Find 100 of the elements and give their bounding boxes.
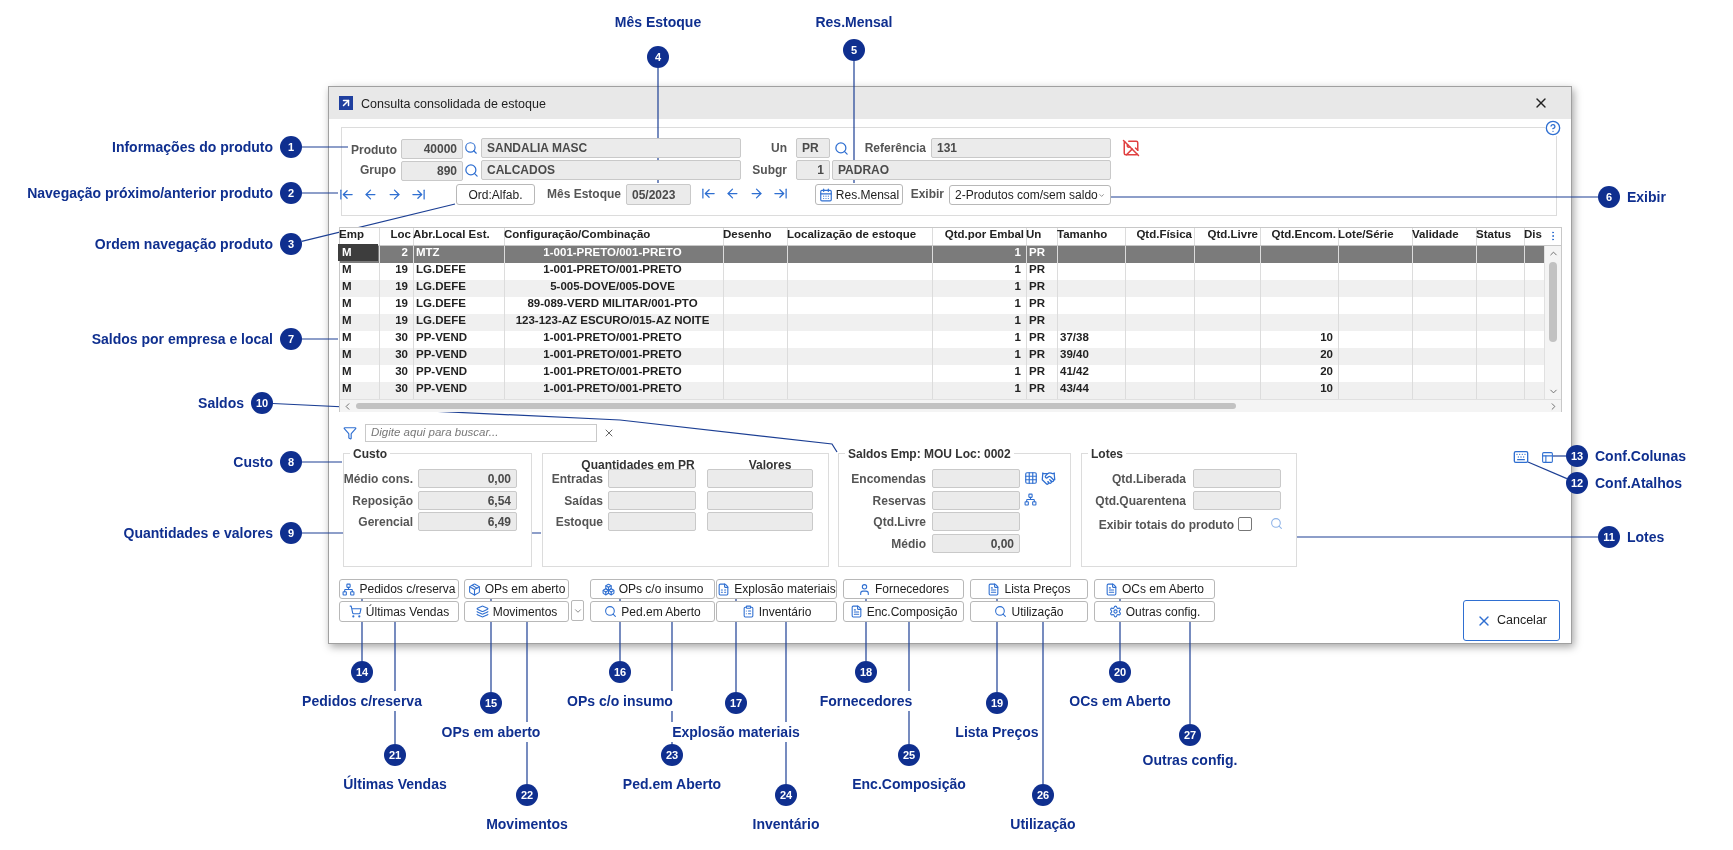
table-cell-text: M (341, 278, 353, 294)
column-header: Validade (1411, 227, 1460, 243)
field-label: Subgr (751, 162, 787, 179)
field-label: Estoque (554, 513, 603, 531)
table-cell-text: 10 (1319, 380, 1334, 396)
table-cell-text: 1 (1013, 295, 1022, 311)
action-button: Fornecedores (843, 579, 964, 599)
table-cell-text: 20 (1319, 346, 1334, 362)
column-header: Localização de estoque (786, 227, 918, 243)
callout-number: 8 (280, 451, 302, 473)
callout-number: 16 (609, 661, 631, 683)
table-cell-text: PR (1028, 312, 1046, 328)
column-header: Qtd.Física (1135, 227, 1193, 243)
table-cell-text: 20 (1319, 363, 1334, 379)
field-label: Saídas (563, 492, 603, 510)
callout-number: 23 (661, 744, 683, 766)
column-header: Qtd.Encom. (1270, 227, 1337, 243)
leader-line (1042, 620, 1044, 785)
callout-label: Explosão materiais (670, 722, 802, 742)
action-button: Explosão materiais (716, 579, 837, 599)
table-cell-text: 30 (394, 380, 409, 396)
table-cell-text: PR (1028, 380, 1046, 396)
input-field: 6,49 (418, 512, 517, 531)
action-button: Últimas Vendas (339, 601, 459, 622)
callout-number: 27 (1179, 724, 1201, 746)
table-cell-text: 39/40 (1059, 346, 1090, 362)
leader-line (1552, 455, 1567, 457)
field-label: Exibir (909, 185, 944, 203)
cancel-button: Cancelar (1463, 600, 1560, 641)
leader-line (1295, 536, 1599, 538)
leader-line (735, 597, 737, 693)
leader-line (301, 203, 456, 242)
callout-number: 13 (1566, 445, 1588, 467)
table-cell-text: LG.DEFE (415, 278, 467, 294)
field-label: Grupo (359, 162, 396, 179)
search-field: Digite aqui para buscar... (365, 424, 597, 442)
field-label: Mês Estoque (546, 185, 621, 203)
column-header: Status (1475, 227, 1513, 243)
action-button: Ped.em Aberto (590, 601, 715, 622)
table-cell-text: M (341, 329, 353, 345)
table-cell-text: M (341, 261, 353, 277)
table-cell-text: 1 (1013, 346, 1022, 362)
input-field: 890 (401, 161, 463, 181)
callout-number: 4 (647, 46, 669, 68)
callout-number: 3 (280, 233, 302, 255)
table-cell-text: 1-001-PRETO/001-PRETO (542, 244, 683, 260)
input-field: SANDALIA MASC (481, 138, 741, 158)
leader-line (1189, 620, 1191, 725)
callout-label: OPs em aberto (439, 722, 543, 742)
table-cell-text: 19 (394, 261, 409, 277)
table-cell-text: PR (1028, 244, 1046, 260)
callout-label: Fornecedores (817, 691, 915, 711)
field-label: Médio (890, 535, 926, 553)
table-cell-text: PP-VEND (415, 329, 469, 345)
table-cell-text: PR (1028, 363, 1046, 379)
table-cell-text: 5-005-DOVE/005-DOVE (549, 278, 676, 294)
input-field: 05/2023 (626, 184, 691, 205)
callout-number: 21 (384, 744, 406, 766)
table-cell-text: 1-001-PRETO/001-PRETO (542, 261, 683, 277)
table-cell-text: 1 (1013, 278, 1022, 294)
table-cell-text: 1-001-PRETO/001-PRETO (542, 329, 683, 345)
table-cell-text: M (341, 363, 353, 379)
table-cell-text: MTZ (415, 244, 441, 260)
window-title: Consulta consolidada de estoque (361, 96, 546, 113)
callout-number: 10 (251, 392, 273, 414)
action-button: OCs em Aberto (1094, 579, 1215, 599)
leader-line (996, 597, 998, 693)
table-cell-text: 2 (400, 244, 409, 260)
action-button: Lista Preços (970, 579, 1088, 599)
leader-line (301, 338, 339, 340)
callout-number: 20 (1109, 661, 1131, 683)
callout-number: 7 (280, 328, 302, 350)
field-label: Produto (349, 141, 397, 159)
leader-line (619, 597, 621, 662)
column-header: Dis (1523, 227, 1543, 243)
table-cell-text: 1-001-PRETO/001-PRETO (542, 363, 683, 379)
table-cell-text: 43/44 (1059, 380, 1090, 396)
table-cell-text: PR (1028, 261, 1046, 277)
column-heading: Valores (748, 457, 792, 474)
column-header: Qtd.Livre (1206, 227, 1259, 243)
table-cell-text: 123-123-AZ ESCURO/015-AZ NOITE (514, 312, 711, 328)
input-field: 1 (796, 160, 830, 180)
callout-number: 26 (1032, 784, 1054, 806)
field-label: Médio cons. (346, 470, 413, 488)
table-cell-text: 30 (394, 363, 409, 379)
keyboard-icon (1513, 451, 1529, 463)
callout-number: 6 (1598, 186, 1620, 208)
table-cell-text: LG.DEFE (415, 261, 467, 277)
column-header: Desenho (722, 227, 773, 243)
input-field: 131 (931, 138, 1111, 158)
field-label: Entradas (550, 471, 603, 488)
input-field: 0,00 (418, 469, 517, 488)
input-field: PR (796, 138, 830, 158)
dropdown-select: 2-Produtos com/sem saldo (949, 185, 1111, 205)
callout-number: 1 (280, 136, 302, 158)
toolbar-button: Res.Mensal (815, 184, 903, 205)
table-cell-text: PR (1028, 278, 1046, 294)
table-cell-text: M (341, 312, 353, 328)
table-cell-text: LG.DEFE (415, 295, 467, 311)
leader-line (301, 146, 349, 148)
